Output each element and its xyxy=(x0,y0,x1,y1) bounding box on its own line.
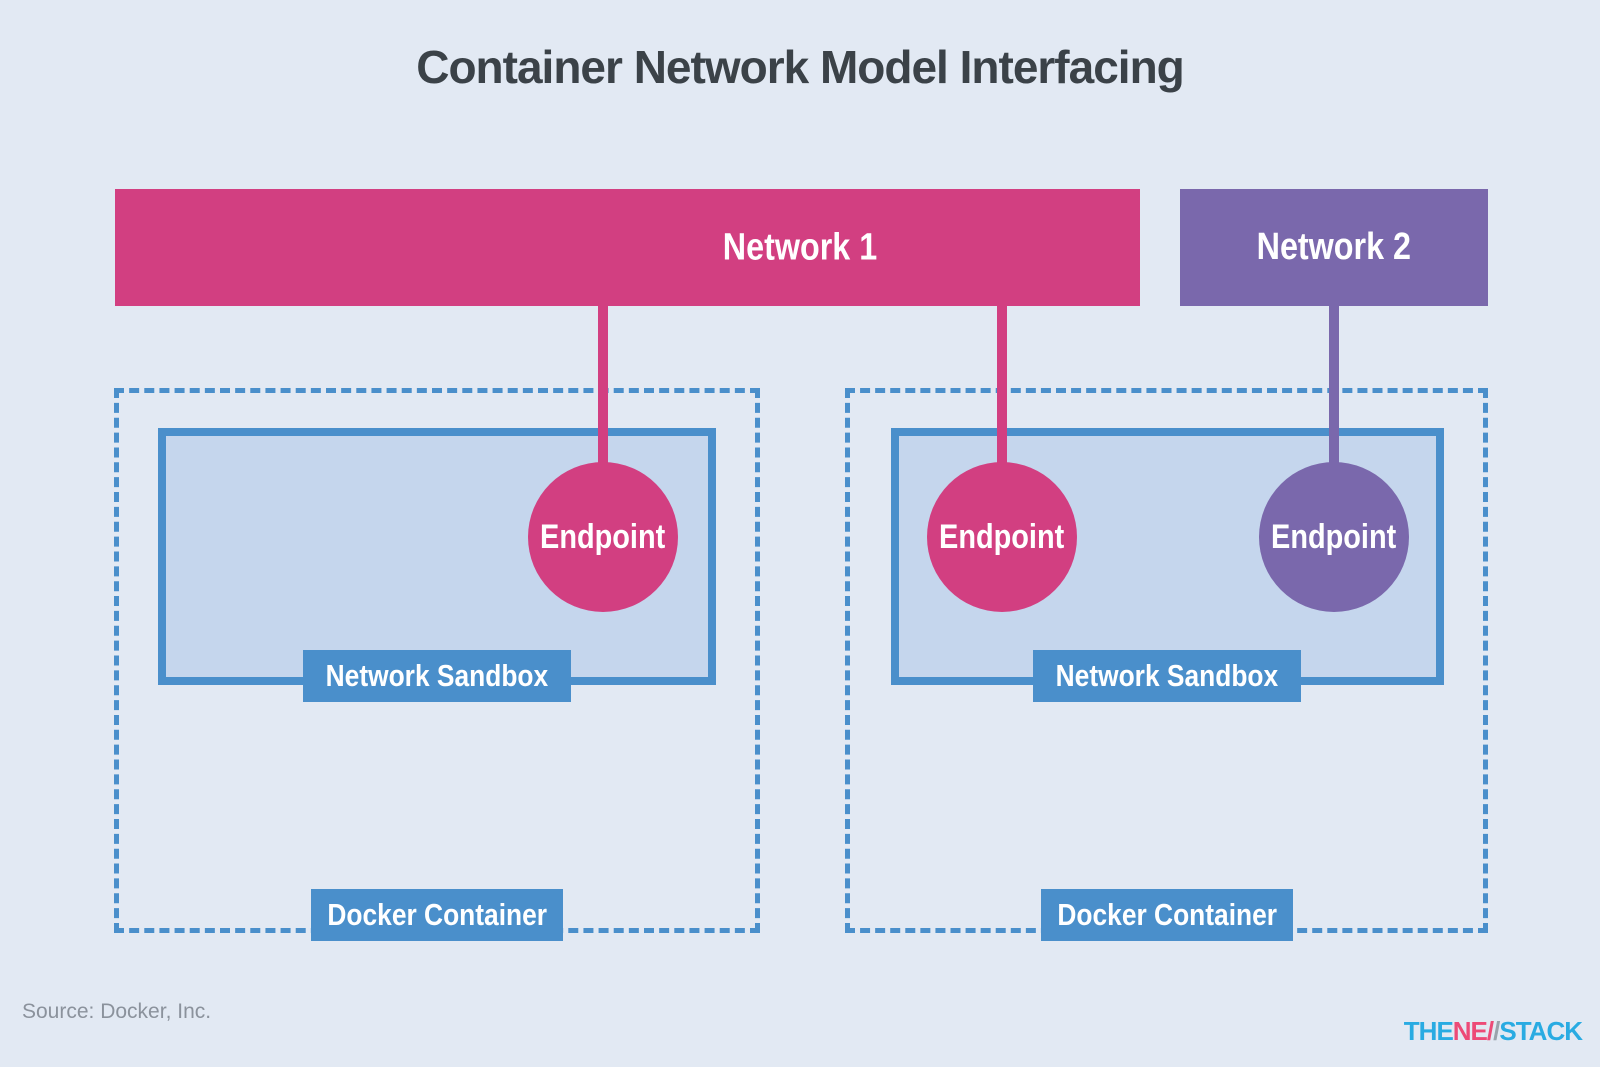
logo-the: THE xyxy=(1403,1016,1454,1046)
thenewstack-logo: THENE//STACK xyxy=(1403,1016,1583,1047)
endpoint-3-label: Endpoint xyxy=(1271,517,1397,556)
connector-network1-endpoint2 xyxy=(997,306,1007,466)
endpoint-1-circle: Endpoint xyxy=(528,462,678,612)
endpoint-1-label: Endpoint xyxy=(540,517,666,556)
endpoint-2-label: Endpoint xyxy=(939,517,1065,556)
diagram-title: Container Network Model Interfacing xyxy=(416,41,1185,93)
network-sandbox-1-badge-label: Network Sandbox xyxy=(325,658,549,693)
network-1-bar: Network 1 xyxy=(115,189,1140,306)
docker-container-2-badge-label: Docker Container xyxy=(1057,897,1277,932)
logo-w-slash-1: / xyxy=(1486,1016,1494,1046)
endpoint-3-circle: Endpoint xyxy=(1259,462,1409,612)
logo-w-slash-2: / xyxy=(1493,1016,1500,1046)
network-2-label: Network 2 xyxy=(1256,226,1412,268)
endpoint-2-circle: Endpoint xyxy=(927,462,1077,612)
docker-container-1-badge-label: Docker Container xyxy=(327,897,547,932)
network-sandbox-2-badge: Network Sandbox xyxy=(1033,650,1301,702)
logo-ne: NE xyxy=(1452,1016,1488,1046)
network-1-label: Network 1 xyxy=(722,226,878,268)
network-2-bar: Network 2 xyxy=(1180,189,1488,306)
docker-container-1-badge: Docker Container xyxy=(311,889,563,941)
network-sandbox-2-badge-label: Network Sandbox xyxy=(1055,658,1279,693)
connector-network1-endpoint1 xyxy=(598,306,608,466)
docker-container-2-badge: Docker Container xyxy=(1041,889,1293,941)
connector-network2-endpoint3 xyxy=(1329,306,1339,466)
network-sandbox-1-badge: Network Sandbox xyxy=(303,650,571,702)
source-attribution: Source: Docker, Inc. xyxy=(22,1000,212,1023)
logo-stack: STACK xyxy=(1499,1016,1583,1046)
